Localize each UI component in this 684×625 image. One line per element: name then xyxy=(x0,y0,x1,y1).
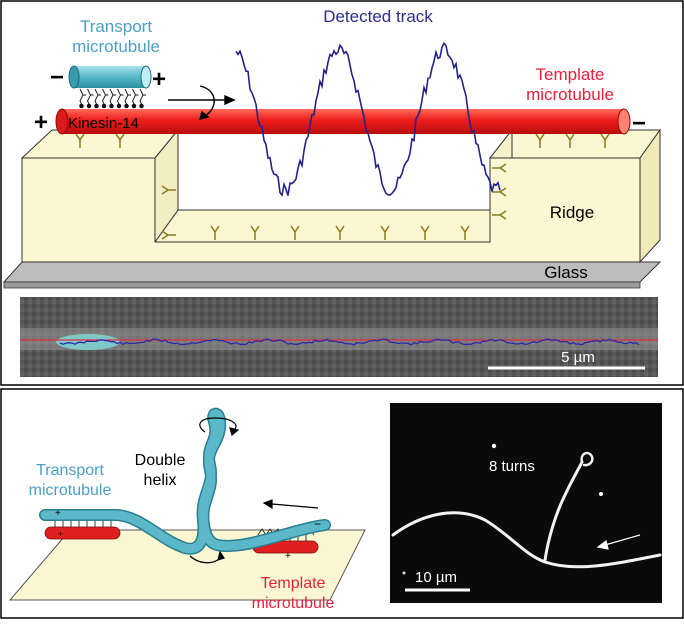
micrograph-dot-2 xyxy=(599,492,603,496)
transport-label-line2: microtubule xyxy=(72,37,160,56)
kinesin-head xyxy=(101,103,107,109)
kinesin-14-array xyxy=(79,88,146,109)
bl-transport-label-line1: Transport xyxy=(36,462,104,479)
micrograph-dot-1 xyxy=(491,443,497,449)
transport-label-line1: Transport xyxy=(80,17,152,36)
fluorescence-strip: 5 µm xyxy=(20,297,658,377)
bl-template-label-line1: Template xyxy=(261,575,326,592)
kinesin-head xyxy=(79,103,84,109)
channel-floor xyxy=(154,209,513,243)
template-label-line1: Template xyxy=(536,65,605,84)
kinesin-head xyxy=(116,103,122,109)
left-template xyxy=(44,526,121,540)
strip-scalebar-label: 5 µm xyxy=(561,349,595,366)
transport-minus-end: − xyxy=(50,64,64,91)
micrograph-arrow xyxy=(596,534,641,550)
transport-plus-end: + xyxy=(152,66,166,93)
kinesin-head xyxy=(139,103,144,109)
right-template-plus: + xyxy=(285,551,291,562)
template-body xyxy=(62,109,624,134)
transport-right-cap xyxy=(140,65,152,89)
double-helix-line1: Double xyxy=(135,452,186,469)
glass-edge xyxy=(3,281,641,289)
rotation-arrow xyxy=(168,85,236,120)
micrograph-filaments xyxy=(391,451,662,569)
strip-transport-spot xyxy=(56,334,120,350)
kinesin-head xyxy=(131,103,137,109)
template-left-cap xyxy=(55,108,69,135)
transport-body xyxy=(74,66,146,88)
ridge-front-face xyxy=(21,157,641,263)
glass-label: Glass xyxy=(544,263,587,282)
detected-track-line xyxy=(235,41,501,198)
schematic-arrows xyxy=(189,417,319,564)
transport-plus-mark: + xyxy=(55,508,61,519)
transport-minus-mark: − xyxy=(314,517,321,531)
kinesin-head xyxy=(124,103,129,109)
template-microtubule xyxy=(55,108,631,135)
ridge-label: Ridge xyxy=(550,203,594,222)
micrograph-dot-3 xyxy=(402,571,406,575)
turns-label: 8 turns xyxy=(489,458,535,475)
double-helix-line2: helix xyxy=(144,472,177,489)
bl-template-label-line2: microtubule xyxy=(252,595,335,612)
template-right-cap xyxy=(617,108,631,135)
kinesin-head xyxy=(86,103,92,109)
template-plus-end: + xyxy=(34,109,48,136)
micrograph-background xyxy=(390,403,662,603)
ridge-block xyxy=(2,128,662,289)
kinesin-head xyxy=(94,103,99,109)
bl-transport-label-line2: microtubule xyxy=(29,482,112,499)
template-minus-end: − xyxy=(632,110,646,137)
left-template-plus: + xyxy=(58,529,63,539)
double-helix-schematic: + + + − Transport microtubule xyxy=(8,407,366,612)
detected-track-label: Detected track xyxy=(323,7,433,26)
micrograph-scalebar-label: 10 µm xyxy=(415,569,457,586)
surface-kinesins xyxy=(75,133,610,240)
kinesin-head xyxy=(109,103,114,109)
ridge-right-side xyxy=(639,128,661,264)
transport-left-cap xyxy=(68,65,80,89)
transport-microtubule xyxy=(68,65,152,89)
strip-detected-track xyxy=(59,338,640,346)
transport-tube xyxy=(39,407,331,555)
helix-micrograph: 8 turns 10 µm xyxy=(390,403,662,603)
kinesin-14-label: Kinesin-14 xyxy=(68,115,139,132)
template-label-line2: microtubule xyxy=(526,85,614,104)
